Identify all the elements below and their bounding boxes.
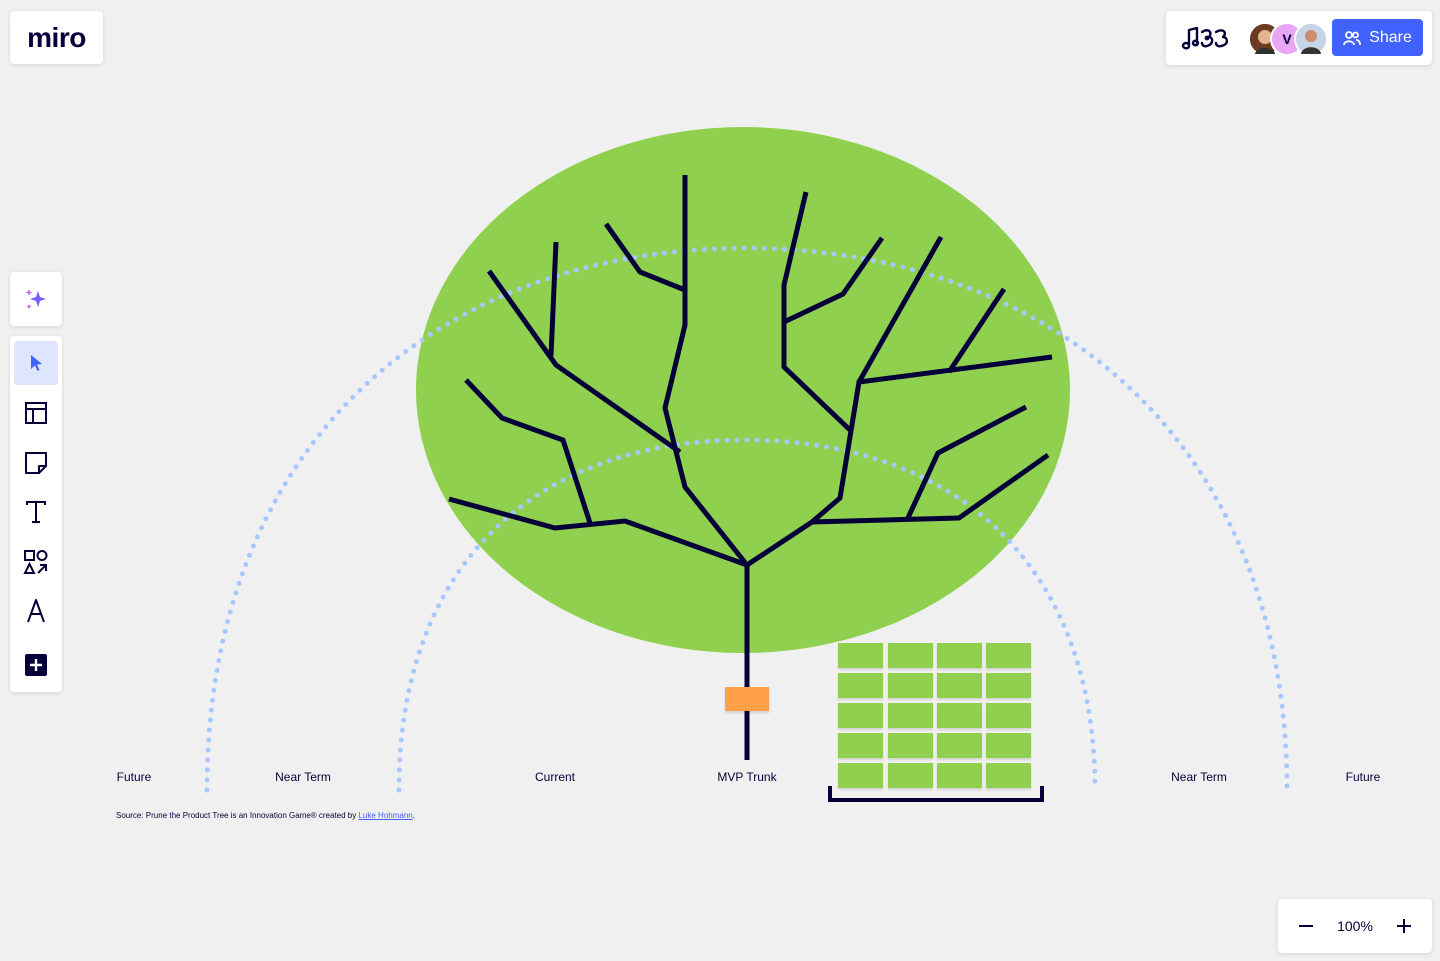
- logo-panel[interactable]: miro: [10, 11, 103, 64]
- sticky-note-icon: [25, 452, 47, 474]
- person-icon: [1296, 24, 1326, 54]
- sticky-note[interactable]: [888, 733, 933, 758]
- avatar-3[interactable]: [1294, 22, 1328, 56]
- sticky-note[interactable]: [838, 763, 883, 788]
- source-text: Source: Prune the Product Tree is an Inn…: [116, 811, 359, 820]
- sticky-note[interactable]: [937, 643, 982, 668]
- minus-icon: [1299, 925, 1313, 927]
- label-future-right: Future: [1345, 770, 1381, 784]
- people-icon: [1343, 30, 1362, 45]
- near-term-ring: [396, 437, 1098, 793]
- zoom-out-button[interactable]: [1292, 912, 1320, 940]
- sticky-note[interactable]: [888, 703, 933, 728]
- share-button[interactable]: Share: [1332, 19, 1423, 56]
- top-right-toolbar: V Share: [1166, 11, 1432, 65]
- sticky-note[interactable]: [937, 673, 982, 698]
- tree-branches: [448, 175, 1053, 760]
- zoom-in-button[interactable]: [1390, 912, 1418, 940]
- zoom-level[interactable]: 100%: [1337, 918, 1373, 934]
- sticky-note[interactable]: [986, 703, 1031, 728]
- label-near-term-left: Near Term: [275, 770, 331, 784]
- tree-canopy[interactable]: [416, 127, 1070, 653]
- sticky-note[interactable]: [986, 733, 1031, 758]
- shapes-tool[interactable]: [14, 540, 58, 584]
- source-citation: Source: Prune the Product Tree is an Inn…: [116, 811, 415, 820]
- sticky-note[interactable]: [838, 703, 883, 728]
- ai-panel: [10, 272, 62, 326]
- share-label: Share: [1369, 28, 1412, 46]
- mvp-trunk-sticky-note[interactable]: [725, 687, 769, 711]
- sticky-note[interactable]: [937, 703, 982, 728]
- miro-logo: miro: [27, 21, 86, 53]
- plus-box-icon: [25, 654, 47, 676]
- sticky-note[interactable]: [838, 733, 883, 758]
- label-future-left: Future: [116, 770, 152, 784]
- more-tools-button[interactable]: [14, 643, 58, 687]
- sticky-note[interactable]: [888, 763, 933, 788]
- shapes-icon: [23, 550, 48, 574]
- collaborator-avatars[interactable]: V: [1248, 22, 1328, 56]
- ai-assist-button[interactable]: [14, 277, 58, 321]
- board-logo-icon[interactable]: [1176, 18, 1236, 58]
- sticky-note[interactable]: [838, 673, 883, 698]
- sticky-note[interactable]: [986, 673, 1031, 698]
- tools-panel: [10, 336, 62, 692]
- avatar-initial: V: [1282, 31, 1292, 47]
- label-current: Current: [534, 770, 576, 784]
- source-suffix: .: [412, 811, 415, 820]
- future-ring: [204, 245, 1290, 793]
- plus-icon: [1397, 919, 1411, 933]
- sticky-note[interactable]: [986, 643, 1031, 668]
- layout-icon: [25, 402, 47, 424]
- label-near-term-right: Near Term: [1171, 770, 1227, 784]
- pen-icon: [27, 599, 45, 623]
- sticky-note[interactable]: [838, 643, 883, 668]
- text-icon: [26, 501, 46, 523]
- label-mvp-trunk: MVP Trunk: [717, 770, 777, 784]
- source-link[interactable]: Luke Hohmann: [358, 811, 413, 820]
- backlog-bracket: [828, 786, 1044, 802]
- sparkle-icon: [25, 289, 46, 310]
- templates-tool[interactable]: [14, 391, 58, 435]
- sticky-note[interactable]: [937, 763, 982, 788]
- sticky-note[interactable]: [986, 763, 1031, 788]
- select-tool[interactable]: [14, 341, 58, 385]
- music-notes-icon: [1181, 26, 1229, 50]
- sticky-note[interactable]: [888, 673, 933, 698]
- sticky-note-tool[interactable]: [14, 441, 58, 485]
- sticky-note[interactable]: [888, 643, 933, 668]
- text-tool[interactable]: [14, 490, 58, 534]
- cursor-icon: [31, 355, 42, 371]
- sticky-note[interactable]: [937, 733, 982, 758]
- zoom-controls: 100%: [1278, 899, 1432, 953]
- feature-sticky-grid: [838, 643, 1034, 791]
- pen-tool[interactable]: [14, 589, 58, 633]
